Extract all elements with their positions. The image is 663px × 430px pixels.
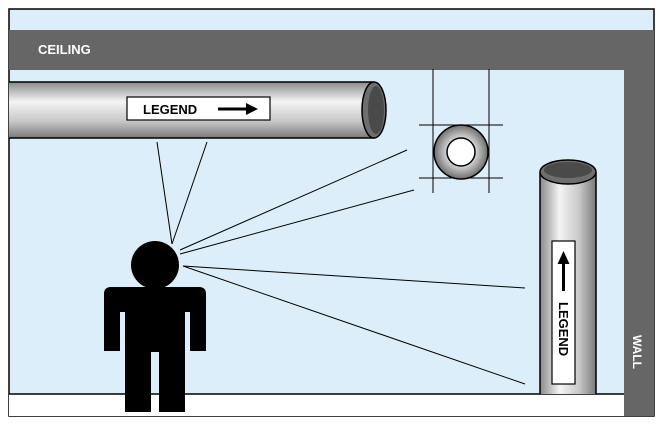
arrow-up-icon bbox=[557, 251, 570, 291]
horizontal-legend-text: LEGEND bbox=[143, 102, 197, 117]
pipe-section-view bbox=[419, 69, 503, 193]
person-silhouette-icon bbox=[104, 241, 206, 412]
ceiling-band bbox=[9, 30, 654, 70]
vertical-legend-text: LEGEND bbox=[556, 302, 571, 356]
sight-lines bbox=[156, 141, 526, 385]
horizontal-legend-label: LEGEND bbox=[126, 96, 271, 121]
ceiling-label: CEILING bbox=[38, 42, 91, 57]
arrow-right-icon bbox=[218, 103, 258, 115]
wall-label: WALL bbox=[630, 335, 644, 369]
wall-band bbox=[624, 30, 654, 416]
floor-band bbox=[9, 394, 624, 416]
vertical-legend-label: LEGEND bbox=[551, 240, 576, 385]
